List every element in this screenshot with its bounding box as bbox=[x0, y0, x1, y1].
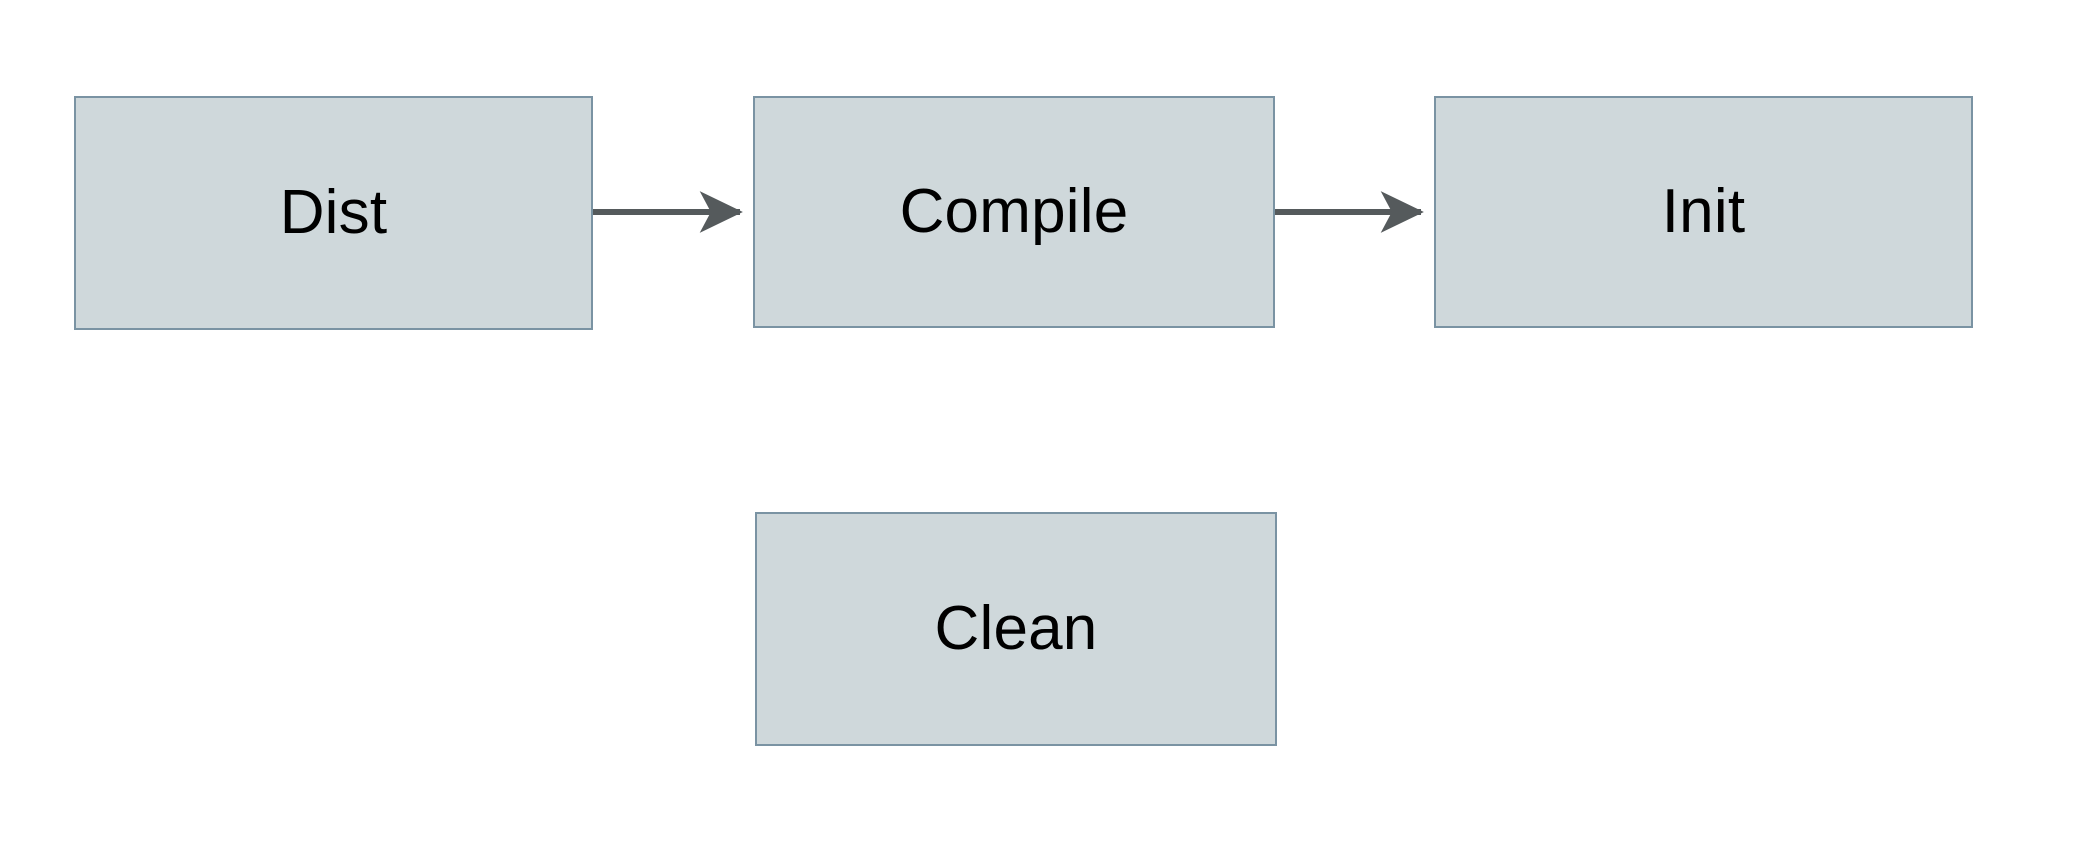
node-clean[interactable]: Clean bbox=[755, 512, 1277, 746]
node-dist[interactable]: Dist bbox=[74, 96, 593, 330]
node-init-label: Init bbox=[1661, 177, 1746, 246]
node-dist-label: Dist bbox=[279, 178, 388, 247]
node-compile-label: Compile bbox=[899, 177, 1129, 246]
node-compile[interactable]: Compile bbox=[753, 96, 1275, 328]
node-clean-label: Clean bbox=[934, 594, 1098, 663]
node-init[interactable]: Init bbox=[1434, 96, 1973, 328]
